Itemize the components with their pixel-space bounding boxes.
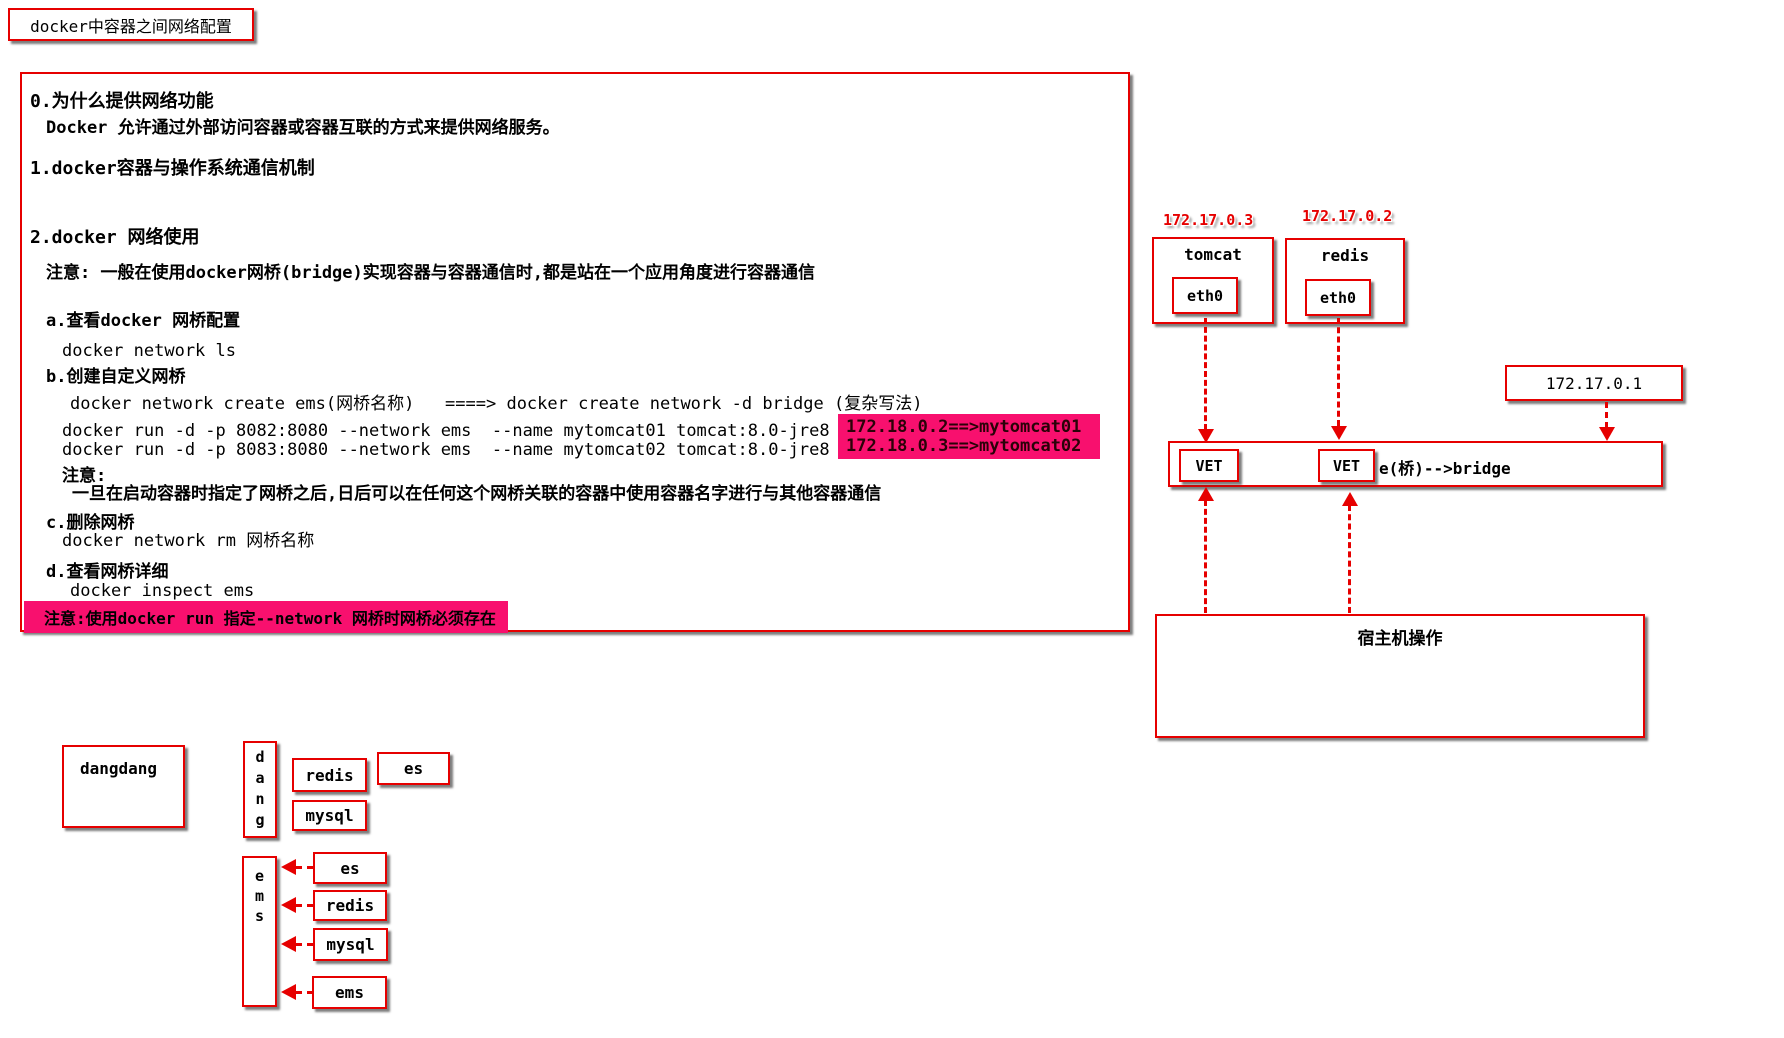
step-b-command: docker network create ems(网桥名称) ====> do… <box>70 394 923 414</box>
step-b-title: b.创建自定义网桥 <box>46 367 186 387</box>
step-c-title: c.删除网桥 <box>46 513 135 533</box>
gateway-to-bridge-dashed-line <box>1605 402 1608 428</box>
page-title: docker中容器之间网络配置 <box>30 16 232 36</box>
gateway-to-bridge-arrowhead-icon <box>1599 427 1615 441</box>
docker-run-command-2: docker run -d -p 8083:8080 --network ems… <box>62 440 830 460</box>
note-2-body: 一旦在启动容器时指定了网桥之后,日后可以在任何这个网桥关联的容器中使用容器名字进… <box>72 484 882 504</box>
section-2-note: 注意: 一般在使用docker网桥(bridge)实现容器与容器通信时,都是站在… <box>46 263 815 283</box>
host-box: 宿主机操作 <box>1155 614 1645 738</box>
vet-box-1: VET <box>1179 449 1239 482</box>
legacy-service-box-mysql: mysql <box>292 800 367 831</box>
ems-service-box-mysql: mysql <box>313 928 388 961</box>
host-to-vet1-arrowhead-icon <box>1198 487 1214 501</box>
redis-eth0-box: eth0 <box>1305 279 1371 316</box>
legacy-service-label: redis <box>305 765 354 785</box>
legacy-column-letter: g <box>255 811 265 829</box>
gateway-ip-box: 172.17.0.1 <box>1505 365 1683 401</box>
ems-service-label: ems <box>335 983 364 1002</box>
tomcat-to-bridge-arrowhead-icon <box>1198 429 1214 443</box>
ems-service-label: es <box>340 858 360 878</box>
notes-panel <box>20 72 1130 632</box>
legacy-network-column: d a n g <box>243 741 277 838</box>
host-box-label: 宿主机操作 <box>1357 629 1443 649</box>
legacy-app-label: dangdang <box>80 759 158 778</box>
gateway-ip-label: 172.17.0.1 <box>1545 373 1643 393</box>
ems-service-label: mysql <box>326 935 375 954</box>
section-2-title: 2.docker 网络使用 <box>30 227 200 248</box>
ems-service-box-ems: ems <box>312 976 387 1009</box>
note-2-label: 注意: <box>62 466 107 486</box>
redis-to-bridge-arrowhead-icon <box>1331 426 1347 440</box>
step-c-command: docker network rm 网桥名称 <box>62 531 315 551</box>
ems-column-letter: m <box>254 887 265 905</box>
step-a-title: a.查看docker 网桥配置 <box>46 311 241 331</box>
legacy-column-letter: a <box>255 769 265 787</box>
legacy-service-box-es: es <box>377 752 450 785</box>
step-d-title: d.查看网桥详细 <box>46 562 169 582</box>
tomcat-ip-label: 172.17.0.3 <box>1163 211 1254 229</box>
ems-column-letter: s <box>254 907 265 925</box>
legacy-column-letter: d <box>255 748 265 766</box>
network-warning-banner: 注意:使用docker run 指定--network 网桥时网桥必须存在 <box>24 601 508 633</box>
host-to-vet1-dashed-line <box>1204 500 1207 613</box>
tomcat-to-bridge-dashed-line <box>1204 318 1207 430</box>
section-0-body: Docker 允许通过外部访问容器或容器互联的方式来提供网络服务。 <box>46 118 560 138</box>
ems-network-column: e m s <box>242 856 277 1007</box>
vet-1-label: VET <box>1195 456 1223 475</box>
tomcat-container-label: tomcat <box>1184 245 1242 264</box>
legacy-service-label: es <box>403 759 424 778</box>
docker-run-command-1: docker run -d -p 8082:8080 --network ems… <box>62 421 830 441</box>
es-to-ems-arrowhead-icon <box>281 859 296 875</box>
redis-ip-label: 172.17.0.2 <box>1302 207 1393 225</box>
ip-mapping-highlight: 172.18.0.2==>mytomcat01 172.18.0.3==>myt… <box>838 414 1100 459</box>
bridge-bar-label: e(桥)-->bridge <box>1379 459 1511 478</box>
ip-mapping-line-1: 172.18.0.2==>mytomcat01 <box>846 417 1082 437</box>
page-title-box: docker中容器之间网络配置 <box>8 8 254 41</box>
ip-mapping-line-2: 172.18.0.3==>mytomcat02 <box>846 436 1082 456</box>
ems-to-ems-dashed-line <box>296 991 313 994</box>
es-to-ems-dashed-line <box>296 866 313 869</box>
redis-to-bridge-dashed-line <box>1337 318 1340 426</box>
redis-container-label: redis <box>1320 246 1370 265</box>
section-1-title: 1.docker容器与操作系统通信机制 <box>30 158 315 179</box>
ems-column-letter: e <box>254 867 265 885</box>
vet-box-2: VET <box>1318 449 1375 482</box>
step-a-command: docker network ls <box>62 341 236 361</box>
legacy-column-letter: n <box>255 790 265 808</box>
ems-service-box-redis: redis <box>313 890 387 921</box>
mysql-to-ems-arrowhead-icon <box>281 936 296 952</box>
tomcat-eth0-box: eth0 <box>1172 277 1238 314</box>
legacy-service-label: mysql <box>305 806 354 825</box>
ems-service-box-es: es <box>313 852 387 884</box>
host-to-bridge-dashed-line <box>1348 505 1351 613</box>
host-to-bridge-arrowhead-icon <box>1342 492 1358 506</box>
ems-service-label: redis <box>325 896 375 915</box>
legacy-service-box-redis: redis <box>292 758 367 792</box>
bridge-bar: e(桥)-->bridge <box>1168 441 1663 487</box>
tomcat-eth0-label: eth0 <box>1186 286 1224 305</box>
mysql-to-ems-dashed-line <box>296 943 313 946</box>
legacy-app-box: dangdang <box>62 745 185 828</box>
redis-eth0-label: eth0 <box>1319 288 1357 307</box>
vet-2-label: VET <box>1332 456 1361 475</box>
redis-to-ems-dashed-line <box>296 904 313 907</box>
step-d-command: docker inspect ems <box>70 581 255 601</box>
ems-to-ems-arrowhead-icon <box>281 984 296 1000</box>
section-0-title: 0.为什么提供网络功能 <box>30 91 214 112</box>
redis-to-ems-arrowhead-icon <box>281 897 296 913</box>
